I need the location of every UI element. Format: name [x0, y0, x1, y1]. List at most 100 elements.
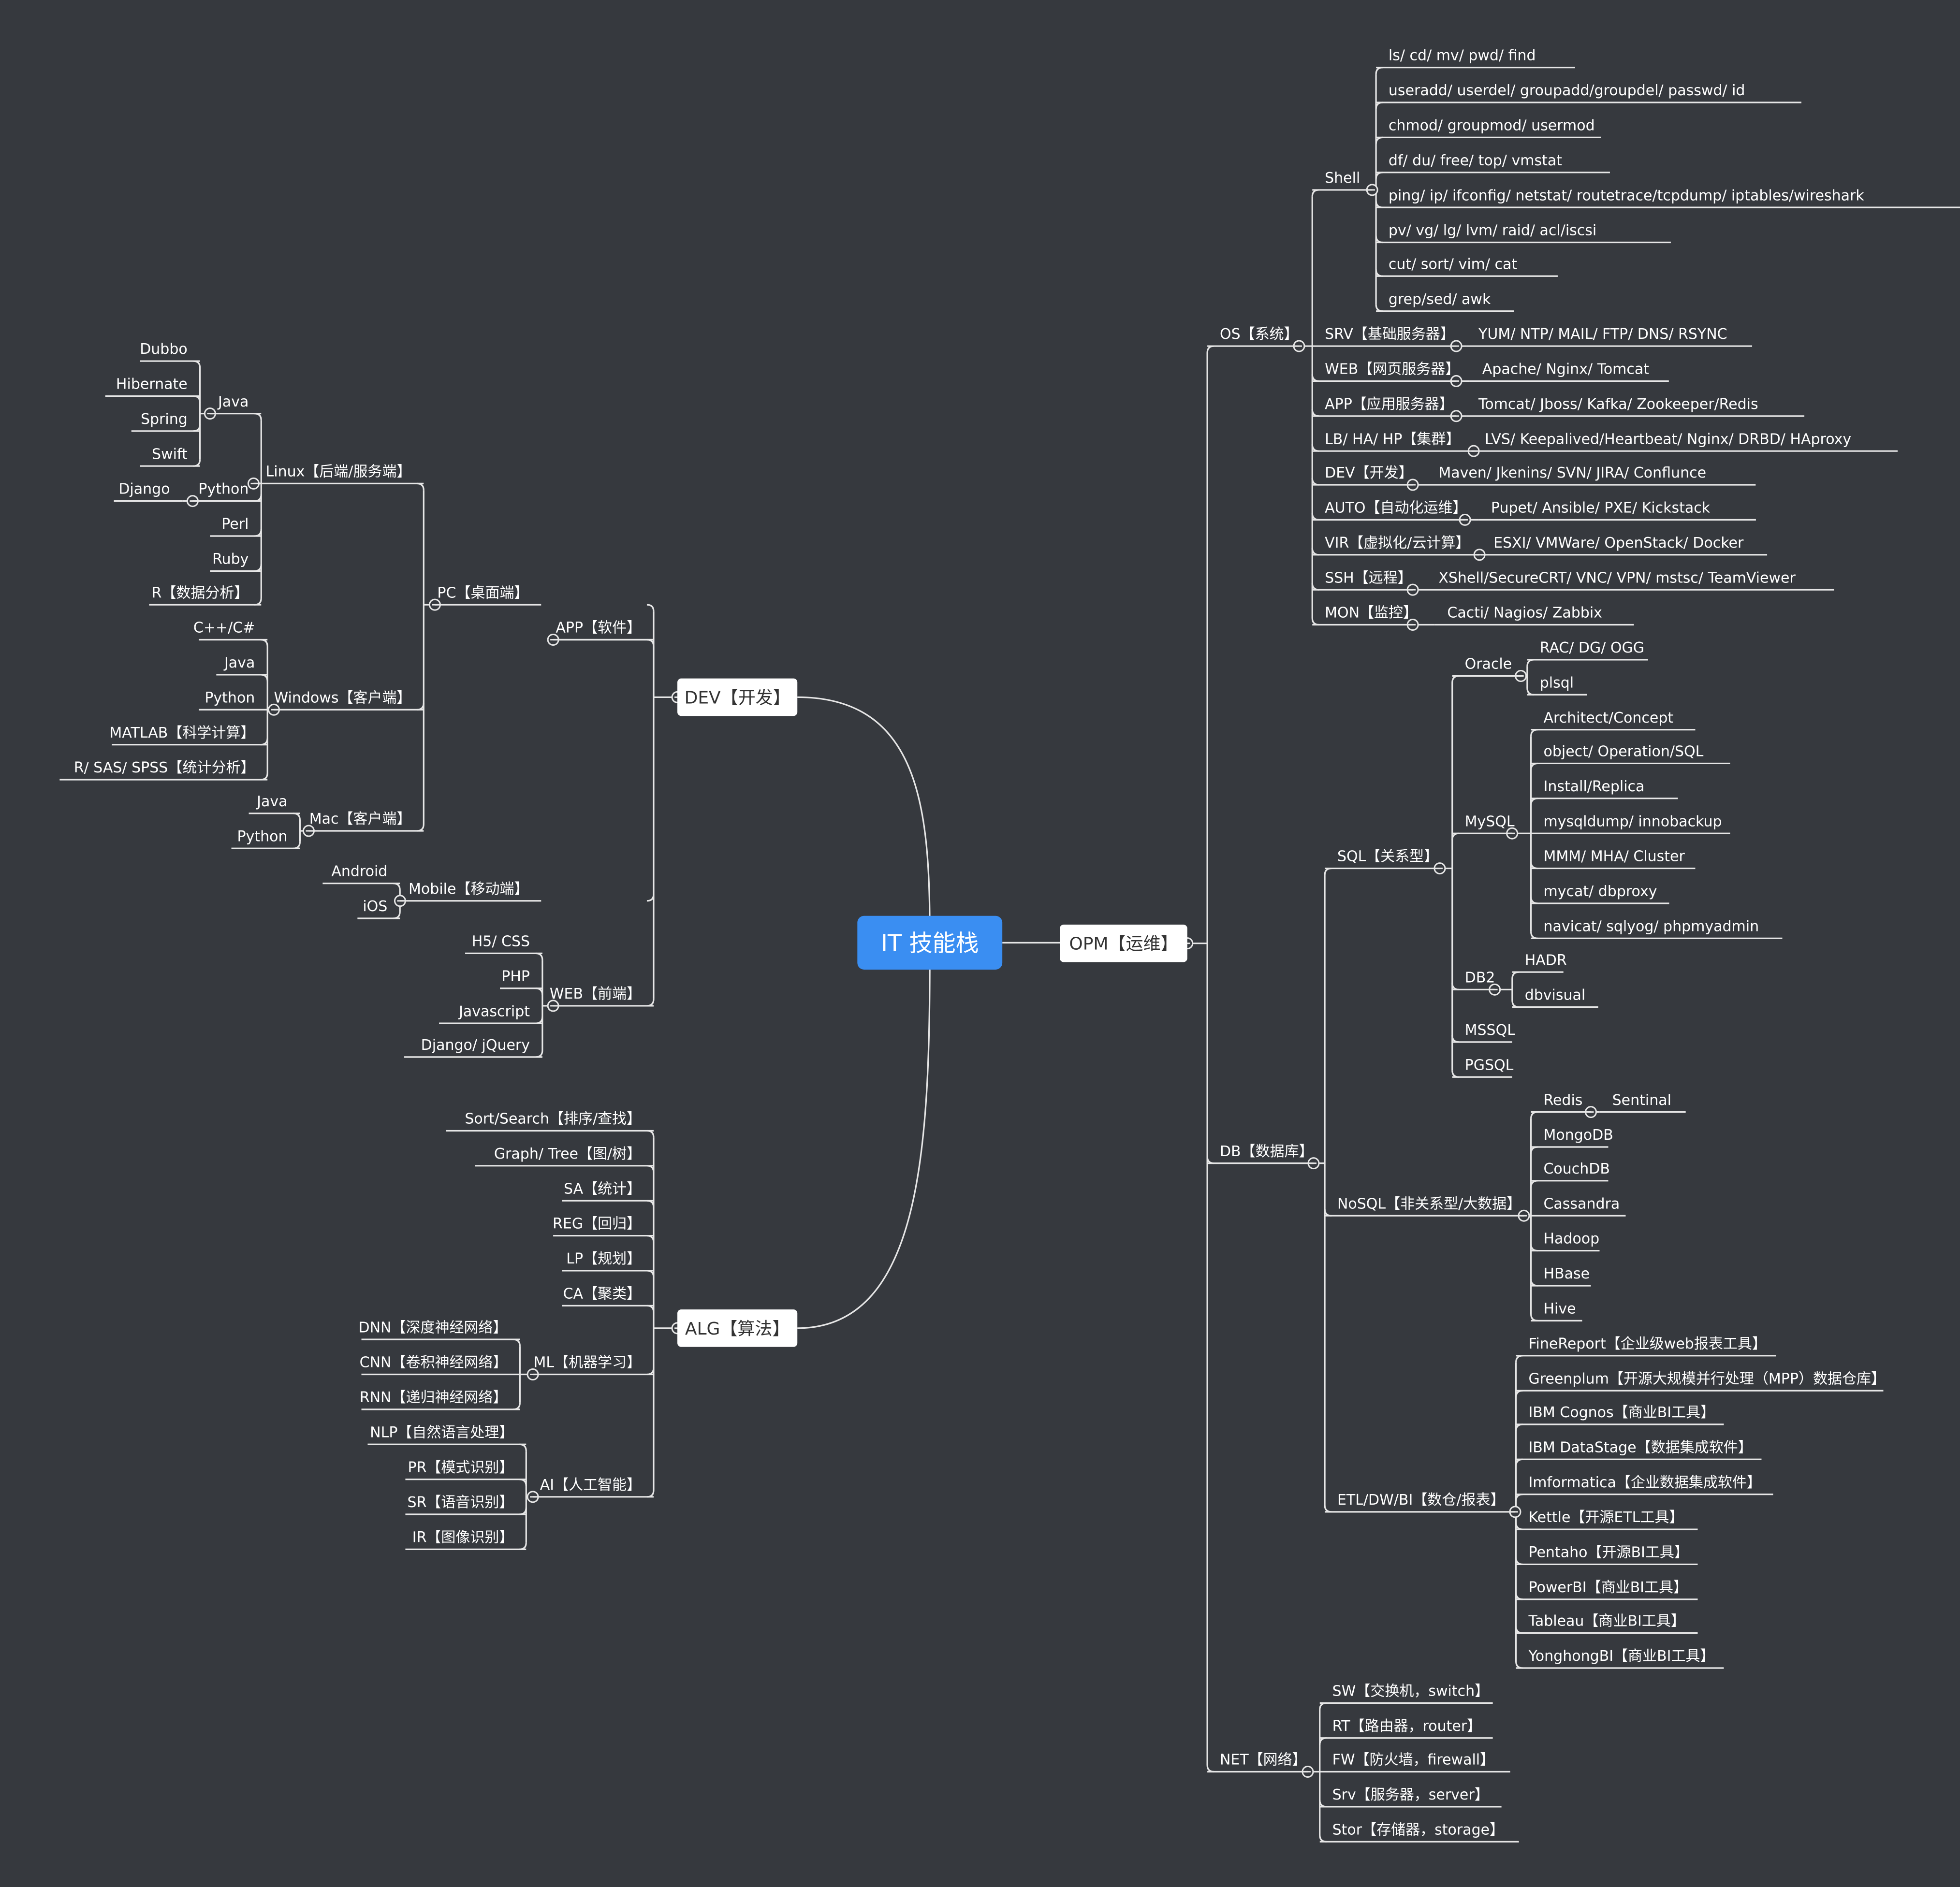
topic[interactable]: FW【防火墙，firewall】	[1319, 1752, 1510, 1773]
topic[interactable]: Graph/ Tree【图/树】	[475, 1146, 654, 1167]
topic[interactable]: YonghongBI【商业BI工具】	[1516, 1648, 1724, 1669]
topic[interactable]: Architect/Concept	[1531, 710, 1696, 731]
topic[interactable]: Python	[192, 481, 262, 502]
topic[interactable]: PC【桌面端】	[435, 584, 541, 606]
topic[interactable]: SW【交换机，switch】	[1319, 1683, 1493, 1704]
topic[interactable]: plsql	[1527, 674, 1587, 696]
topic[interactable]: H5/ CSS	[465, 933, 542, 954]
topic[interactable]: Srv【服务器，server】	[1319, 1786, 1502, 1808]
topic[interactable]: Kettle【开源ETL工具】	[1516, 1509, 1698, 1530]
topic[interactable]: Cassandra	[1531, 1195, 1626, 1217]
topic[interactable]: CNN【卷积神经网络】	[360, 1354, 520, 1376]
topic[interactable]: IBM DataStage【数据集成软件】	[1516, 1439, 1762, 1460]
topic[interactable]: MSSQL	[1452, 1022, 1515, 1043]
topic[interactable]: APP【应用服务器】	[1312, 396, 1457, 417]
topic[interactable]: Mac【客户端】	[308, 811, 424, 832]
topic[interactable]: DNN【深度神经网络】	[359, 1319, 520, 1340]
topic[interactable]: Java	[210, 393, 262, 415]
topic[interactable]: MongoDB	[1531, 1127, 1613, 1148]
topic[interactable]: Tomcat/ Jboss/ Kafka/ Zookeeper/Redis	[1466, 396, 1805, 417]
topic[interactable]: DB【数据库】	[1207, 1143, 1314, 1164]
topic[interactable]: RT【路由器，router】	[1319, 1718, 1493, 1739]
topic[interactable]: RAC/ DG/ OGG	[1527, 639, 1648, 661]
topic[interactable]: R【数据分析】	[149, 584, 262, 606]
topic[interactable]: useradd/ userdel/ groupadd/groupdel/ pas…	[1376, 82, 1801, 103]
topic[interactable]: NLP【自然语言处理】	[367, 1424, 527, 1445]
topic[interactable]: Javascript	[439, 1003, 542, 1024]
topic[interactable]: Perl	[210, 516, 262, 537]
topic[interactable]: Redis	[1531, 1092, 1591, 1113]
topic[interactable]: MON【监控】	[1312, 605, 1418, 626]
topic[interactable]: SQL【关系型】	[1325, 848, 1440, 870]
topic[interactable]: PHP	[500, 968, 542, 989]
topic[interactable]: CA【聚类】	[562, 1285, 654, 1306]
topic[interactable]: Mobile【移动端】	[400, 881, 541, 902]
topic[interactable]: mysqldump/ innobackup	[1531, 813, 1730, 834]
topic[interactable]: PR【模式识别】	[405, 1459, 527, 1481]
topic[interactable]: Windows【客户端】	[274, 689, 424, 711]
topic[interactable]: Install/Replica	[1531, 778, 1678, 799]
topic[interactable]: HBase	[1531, 1265, 1591, 1287]
topic[interactable]: SR【语音识别】	[405, 1494, 527, 1515]
topic[interactable]: OS【系统】	[1207, 326, 1299, 347]
topic[interactable]: pv/ vg/ lg/ lvm/ raid/ acl/iscsi	[1376, 222, 1671, 244]
topic[interactable]: iOS	[357, 898, 400, 919]
topic[interactable]: AUTO【自动化运维】	[1312, 500, 1467, 521]
topic[interactable]: Pentaho【开源BI工具】	[1516, 1544, 1698, 1566]
topic[interactable]: SRV【基础服务器】	[1312, 326, 1457, 347]
topic[interactable]: mycat/ dbproxy	[1531, 883, 1669, 904]
topic[interactable]: Sentinal	[1599, 1092, 1686, 1113]
topic[interactable]: Maven/ Jkenins/ SVN/ JIRA/ Conflunce	[1426, 464, 1756, 486]
topic[interactable]: dbvisual	[1512, 987, 1598, 1008]
topic[interactable]: VIR【虚拟化/云计算】	[1312, 535, 1480, 556]
topic[interactable]: YUM/ NTP/ MAIL/ FTP/ DNS/ RSYNC	[1466, 326, 1753, 347]
topic[interactable]: Hibernate	[105, 376, 200, 397]
topic[interactable]: Swift	[140, 446, 200, 467]
topic[interactable]: Linux【后端/服务端】	[253, 464, 424, 484]
topic[interactable]: Sort/Search【排序/查找】	[446, 1111, 654, 1132]
topic[interactable]: Tableau【商业BI工具】	[1516, 1613, 1698, 1634]
topic[interactable]: ML【机器学习】	[533, 1354, 654, 1376]
topic[interactable]: C++/C#	[193, 620, 268, 641]
topic[interactable]: Django/ jQuery	[404, 1037, 542, 1058]
topic[interactable]: Hive	[1531, 1300, 1582, 1321]
topic[interactable]: SSH【远程】	[1312, 569, 1413, 591]
topic[interactable]: DEV【开发】	[1312, 464, 1413, 486]
topic[interactable]: navicat/ sqlyog/ phpmyadmin	[1531, 918, 1783, 939]
central-topic[interactable]: IT 技能栈	[857, 915, 1003, 970]
topic[interactable]: Ruby	[210, 551, 262, 572]
topic[interactable]: AI【人工智能】	[533, 1477, 654, 1498]
topic[interactable]: DB2	[1452, 969, 1495, 990]
topic[interactable]: Java	[216, 654, 268, 676]
topic[interactable]: Oracle	[1452, 656, 1521, 677]
topic[interactable]: Spring	[131, 411, 200, 432]
topic[interactable]: chmod/ groupmod/ usermod	[1376, 117, 1601, 138]
topic[interactable]: RNN【递归神经网络】	[360, 1389, 520, 1410]
topic[interactable]: Apache/ Nginx/ Tomcat	[1469, 361, 1669, 382]
topic[interactable]: NoSQL【非关系型/大数据】	[1325, 1195, 1524, 1217]
branch-topic[interactable]: OPM【运维】	[1060, 924, 1187, 962]
topic[interactable]: Java	[249, 793, 300, 814]
topic[interactable]: NET【网络】	[1207, 1752, 1308, 1773]
topic[interactable]: XShell/SecureCRT/ VNC/ VPN/ mstsc/ TeamV…	[1426, 569, 1834, 591]
topic[interactable]: CouchDB	[1531, 1161, 1610, 1182]
topic[interactable]: cut/ sort/ vim/ cat	[1376, 256, 1558, 277]
topic[interactable]: grep/sed/ awk	[1376, 291, 1514, 312]
topic[interactable]: HADR	[1512, 952, 1567, 973]
topic[interactable]: Pupet/ Ansible/ PXE/ Kickstack	[1478, 500, 1756, 521]
topic[interactable]: FineReport【企业级web报表工具】	[1516, 1335, 1776, 1357]
topic[interactable]: Python	[231, 828, 300, 849]
topic[interactable]: PowerBI【商业BI工具】	[1516, 1579, 1698, 1600]
topic[interactable]: Shell	[1312, 170, 1373, 191]
topic[interactable]: Stor【存储器，storage】	[1319, 1821, 1519, 1843]
topic[interactable]: Cacti/ Nagios/ Zabbix	[1434, 605, 1634, 626]
topic[interactable]: LB/ HA/ HP【集群】	[1312, 431, 1474, 452]
topic[interactable]: Greenplum【开源大规模并行处理（MPP）数据仓库】	[1516, 1370, 1886, 1392]
topic[interactable]: LP【规划】	[562, 1250, 654, 1272]
topic[interactable]: SA【统计】	[562, 1180, 654, 1202]
topic[interactable]: MATLAB【科学计算】	[109, 725, 268, 746]
topic[interactable]: R/ SAS/ SPSS【统计分析】	[59, 759, 268, 781]
branch-topic[interactable]: DEV【开发】	[677, 678, 798, 716]
topic[interactable]: APP【软件】	[553, 620, 654, 641]
topic[interactable]: Imformatica【企业数据集成软件】	[1516, 1474, 1773, 1495]
